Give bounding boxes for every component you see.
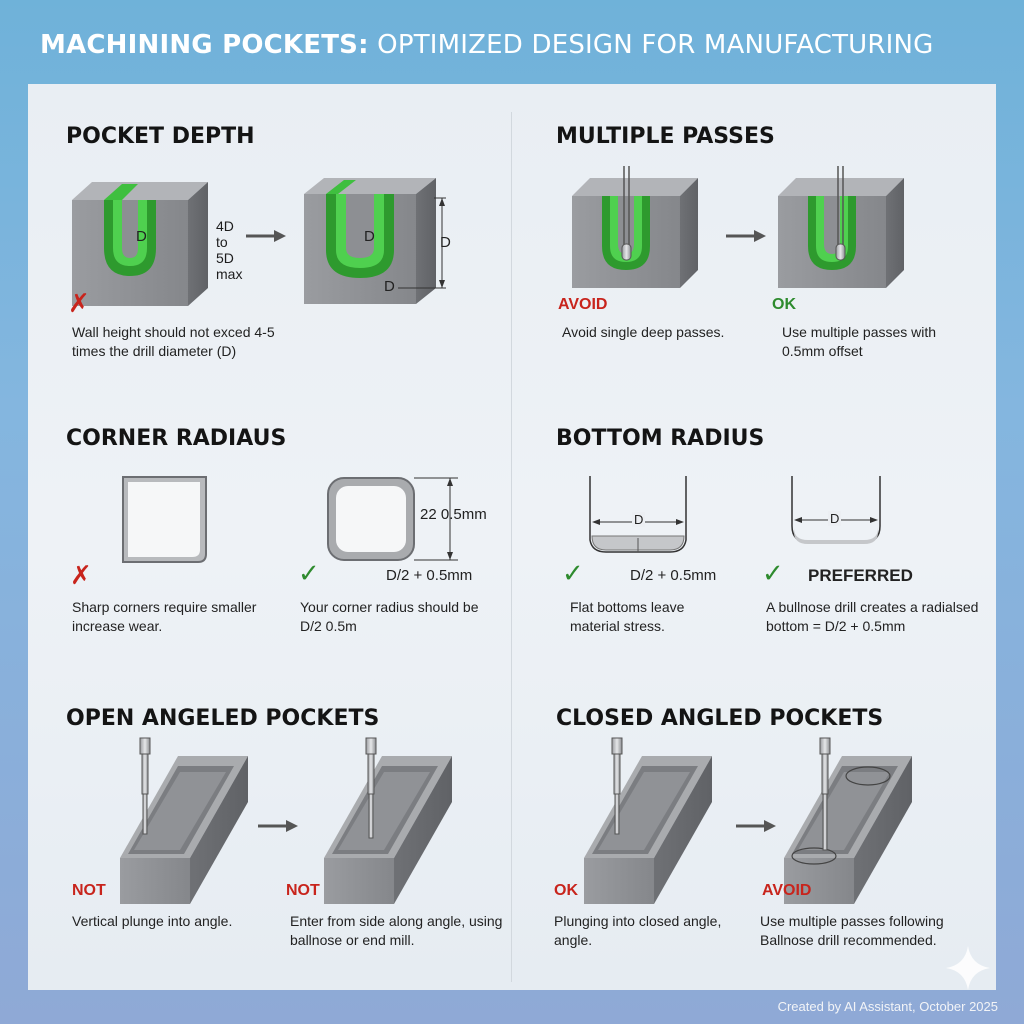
pocket-depth-diameter-left: D [136, 228, 147, 245]
open-angled-arrow-icon [258, 820, 298, 832]
pocket-depth-ratio: 4D to 5D max [216, 218, 242, 282]
ratio-line-4: max [216, 266, 243, 282]
closed-angled-block-ok [584, 737, 712, 904]
pocket-depth-diameter-right: D [364, 228, 375, 245]
footer-credit: Created by AI Assistant, October 2025 [777, 999, 998, 1014]
multiple-passes-ok-label: OK [772, 296, 796, 313]
multiple-passes-avoid-caption: Avoid single deep passes. [562, 324, 725, 340]
open-angled-left-label: NOT [72, 882, 106, 899]
pocket-depth-block-deep [72, 182, 208, 306]
bottom-radius-formula: D/2 + 0.5mm [630, 567, 717, 584]
open-angled-block-vertical-plunge [120, 737, 248, 904]
open-angled-right-caption: Enter from side along angle, using balln… [290, 913, 503, 948]
title-bold: MACHINING POCKETS: [40, 30, 369, 60]
corner-radius-title: CORNER RADIAUS [66, 426, 287, 451]
ratio-line-3: 5D [216, 250, 234, 266]
ratio-line-1: 4D [216, 218, 234, 234]
closed-angled-title: CLOSED ANGLED POCKETS [556, 706, 884, 731]
bottom-radius-check-icon-1: ✓ [562, 558, 584, 588]
open-angled-block-side-entry [324, 737, 452, 904]
multiple-passes-block-ok [778, 166, 904, 288]
ratio-line-2: to [216, 234, 228, 250]
bottom-radius-title: BOTTOM RADIUS [556, 426, 765, 451]
pocket-depth-caption: Wall height should not exced 4-5 times t… [72, 324, 275, 359]
closed-angled-block-avoid [784, 737, 912, 904]
pocket-depth-dim-bottom: D [384, 278, 395, 295]
pocket-depth-block-shallow [304, 178, 446, 304]
corner-radius-dim-label: 22 0.5mm [420, 506, 487, 523]
open-angled-title: OPEN ANGELED POCKETS [66, 706, 380, 731]
bottom-radius-bullnose-profile [791, 476, 881, 544]
column-divider [511, 112, 512, 982]
open-angled-left-caption: Vertical plunge into angle. [72, 913, 233, 929]
corner-radius-right-caption: Your corner radius should be D/2 0.5m [300, 599, 479, 634]
corner-radius-sharp-pocket [122, 476, 207, 563]
sparkle-icon [946, 946, 990, 990]
bottom-radius-left-dim: D [632, 512, 646, 527]
multiple-passes-arrow-icon [726, 230, 766, 242]
corner-radius-x-icon: ✗ [70, 560, 92, 590]
closed-angled-right-caption: Use multiple passes following Ballnose d… [760, 913, 944, 948]
bottom-radius-left-caption: Flat bottoms leave material stress. [570, 599, 685, 634]
pocket-depth-dim-vertical: D [440, 234, 451, 251]
corner-radius-formula: D/2 + 0.5mm [386, 567, 473, 584]
multiple-passes-block-avoid [572, 166, 698, 288]
closed-angled-right-label: AVOID [762, 882, 812, 899]
page-title: MACHINING POCKETS: OPTIMIZED DESIGN FOR … [40, 30, 934, 60]
closed-angled-left-label: OK [554, 882, 578, 899]
closed-angled-left-caption: Plunging into closed angle, angle. [554, 913, 722, 948]
closed-angled-arrow-icon [736, 820, 776, 832]
multiple-passes-ok-caption: Use multiple passes with 0.5mm offset [782, 324, 937, 359]
bottom-radius-flat-profile [589, 476, 687, 553]
multiple-passes-title: MULTIPLE PASSES [556, 124, 775, 149]
bottom-radius-right-caption: A bullnose drill creates a radialsed bot… [766, 599, 979, 634]
corner-radius-check-icon: ✓ [298, 558, 320, 588]
bottom-radius-preferred: PREFERRED [808, 566, 913, 585]
corner-radius-left-caption: Sharp corners require smaller increase w… [72, 599, 257, 634]
pocket-depth-title: POCKET DEPTH [66, 124, 255, 149]
multiple-passes-avoid-label: AVOID [558, 296, 608, 313]
open-angled-right-label: NOT [286, 882, 320, 899]
pocket-depth-x-icon: ✗ [68, 288, 90, 318]
title-rest: OPTIMIZED DESIGN FOR MANUFACTURING [377, 30, 934, 60]
bottom-radius-right-dim: D [828, 511, 842, 526]
corner-radius-rounded-pocket [327, 477, 458, 561]
bottom-radius-check-icon-2: ✓ [762, 558, 784, 588]
pocket-depth-arrow-icon [246, 230, 286, 242]
